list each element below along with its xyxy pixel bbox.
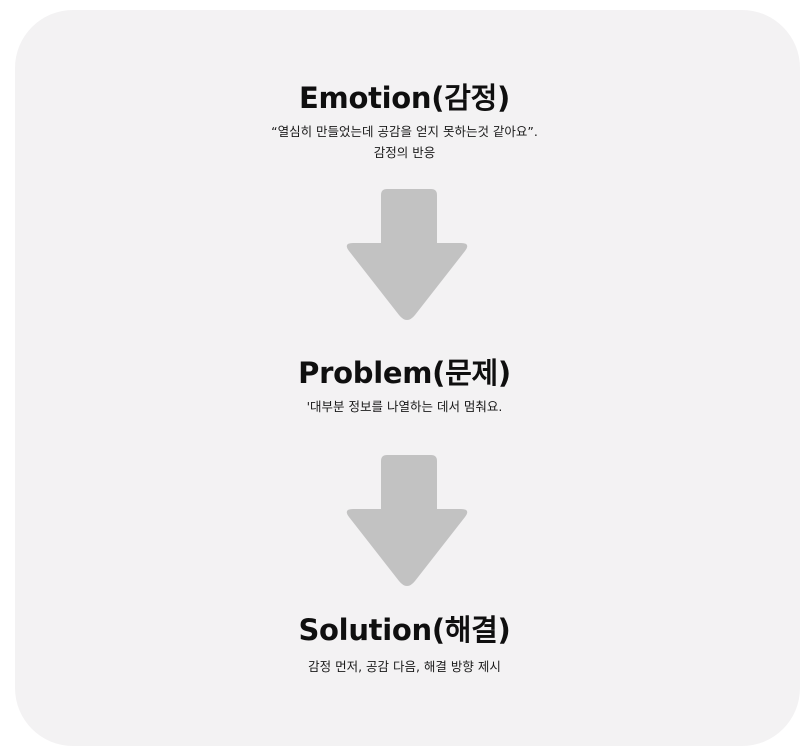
problem-title: Problem(문제)	[298, 356, 511, 390]
solution-description: 감정 먼저, 공감 다음, 해결 방향 제시	[308, 659, 501, 674]
emotion-step: Emotion(감정) “열심히 만들었는데 공감을 얻지 못하는것 같아요”.…	[0, 81, 809, 163]
emotion-caption: 감정의 반응	[373, 145, 436, 160]
emotion-quote: “열심히 만들었는데 공감을 얻지 못하는것 같아요”.	[271, 124, 538, 139]
down-arrow-icon	[343, 187, 471, 323]
diagram-card	[15, 10, 800, 746]
solution-title: Solution(해결)	[298, 613, 511, 647]
solution-step: Solution(해결) 감정 먼저, 공감 다음, 해결 방향 제시	[0, 613, 809, 677]
down-arrow-icon	[343, 453, 471, 589]
emotion-title: Emotion(감정)	[299, 81, 510, 115]
problem-description: '대부분 정보를 나열하는 데서 멈춰요.	[306, 399, 503, 414]
problem-step: Problem(문제) '대부분 정보를 나열하는 데서 멈춰요.	[0, 356, 809, 417]
